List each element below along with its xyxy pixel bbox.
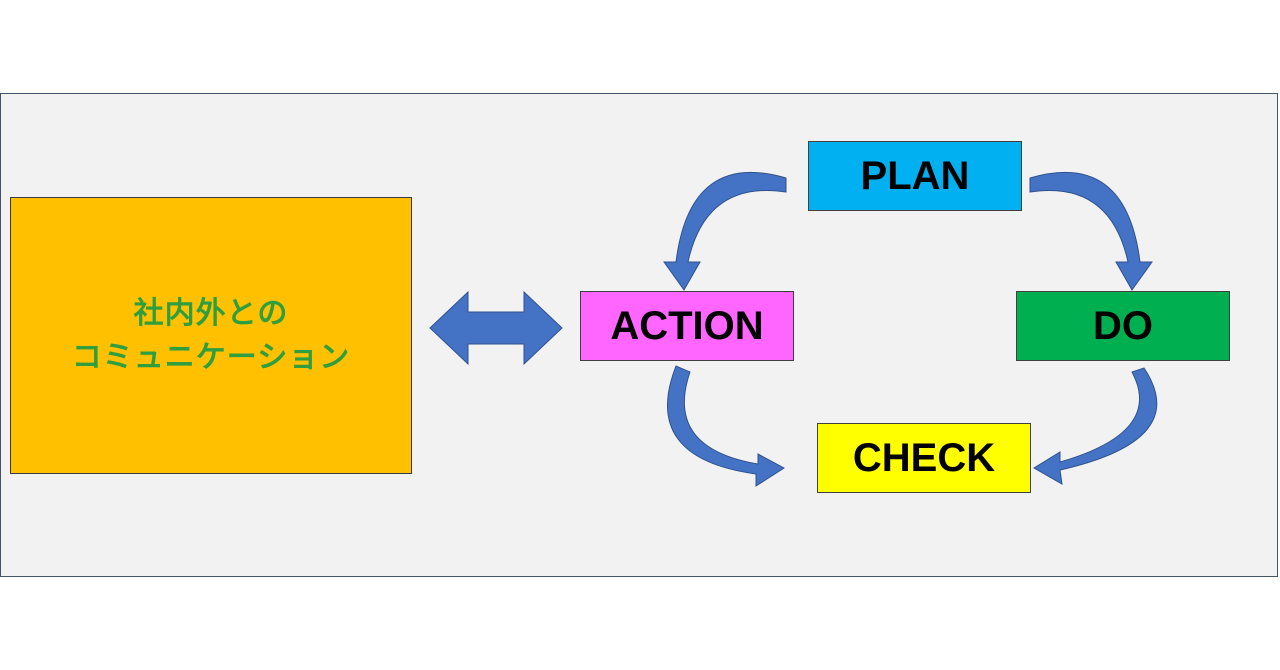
do-box: DO	[1016, 291, 1230, 361]
curved-arrow-icon	[1029, 171, 1153, 291]
action-box: ACTION	[580, 291, 794, 361]
double-arrow-icon	[429, 290, 563, 366]
curved-arrow-icon	[663, 171, 787, 291]
check-box: CHECK	[817, 423, 1031, 493]
plan-label: PLAN	[860, 153, 970, 198]
curved-arrow-icon	[1033, 367, 1158, 485]
plan-box: PLAN	[808, 141, 1022, 211]
action-label: ACTION	[610, 303, 764, 348]
do-label: DO	[1093, 303, 1153, 348]
communication-label-line1: 社内外との	[133, 297, 289, 330]
check-label: CHECK	[852, 435, 996, 480]
communication-label-line2: コミュニケーション	[71, 340, 351, 374]
communication-box: 社内外との コミュニケーション	[10, 197, 412, 474]
curved-arrow-icon	[667, 365, 785, 487]
